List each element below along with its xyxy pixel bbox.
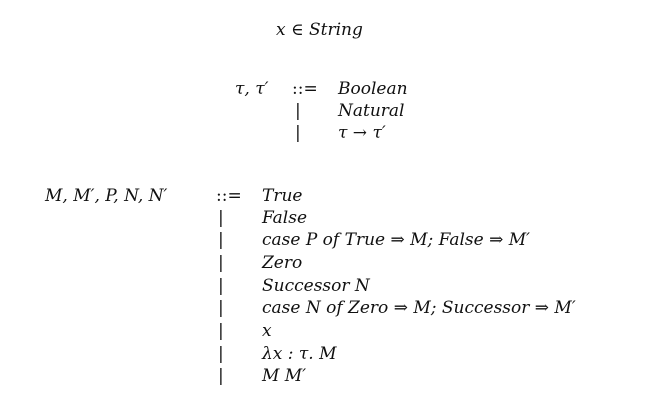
terms-alt-successor: Successor N xyxy=(262,276,370,296)
terms-alt-separator: | xyxy=(218,344,224,364)
terms-alt-separator: | xyxy=(218,208,224,228)
terms-alt-false: False xyxy=(262,208,307,228)
variable-declaration: x ∈ String xyxy=(276,20,363,40)
types-alt-boolean: Boolean xyxy=(338,79,408,99)
terms-define-symbol: ::= xyxy=(216,186,242,206)
terms-alt-variable: x xyxy=(262,321,272,341)
types-lhs: τ, τ′ xyxy=(235,79,269,99)
terms-alt-separator: | xyxy=(218,321,224,341)
terms-alt-case-natural: case N of Zero ⇒ M; Successor ⇒ M′ xyxy=(262,298,576,318)
terms-alt-separator: | xyxy=(218,298,224,318)
terms-alt-true: True xyxy=(262,186,303,206)
terms-alt-separator: | xyxy=(218,366,224,386)
terms-alt-case-boolean: case P of True ⇒ M; False ⇒ M′ xyxy=(262,230,530,250)
terms-alt-lambda: λx : τ. M xyxy=(262,344,337,364)
terms-alt-separator: | xyxy=(218,230,224,250)
types-define-symbol: ::= xyxy=(292,79,318,99)
types-alt-separator: | xyxy=(295,123,301,143)
types-alt-function: τ → τ′ xyxy=(338,123,386,143)
terms-alt-zero: Zero xyxy=(262,253,303,273)
terms-alt-separator: | xyxy=(218,253,224,273)
types-alt-separator: | xyxy=(295,101,301,121)
terms-lhs: M, M′, P, N, N′ xyxy=(45,186,168,206)
types-alt-natural: Natural xyxy=(338,101,405,121)
terms-alt-separator: | xyxy=(218,276,224,296)
terms-alt-application: M M′ xyxy=(262,366,307,386)
